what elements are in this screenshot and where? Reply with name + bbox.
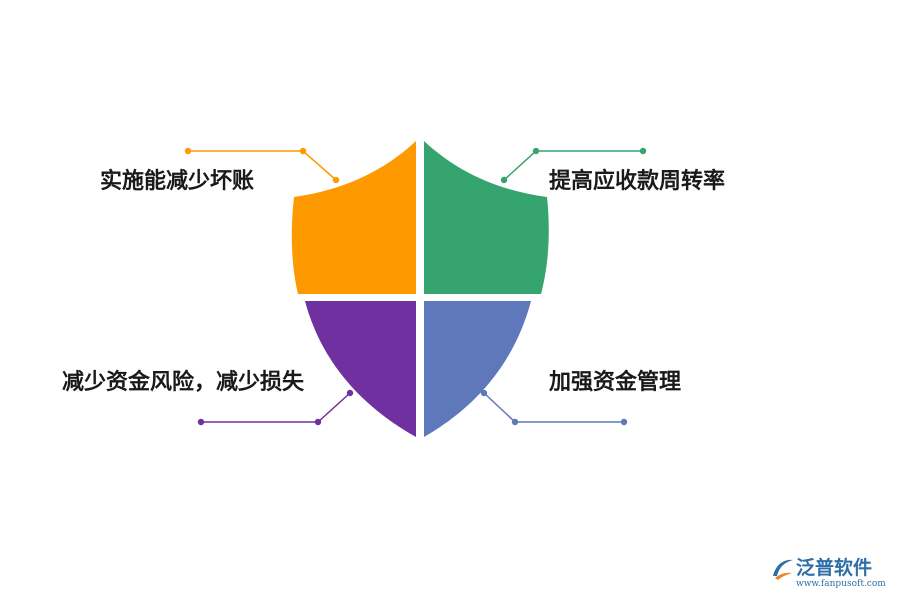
connector-top-left <box>184 147 340 184</box>
logo-url: www.fanpusoft.com <box>796 579 886 589</box>
quadrant-top-left <box>291 141 416 294</box>
label-bottom-right: 加强资金管理 <box>549 370 682 395</box>
quadrant-bottom-right <box>424 301 531 437</box>
label-top-left: 实施能减少坏账 <box>100 169 255 194</box>
connector-top-right <box>500 147 647 184</box>
connector-bottom-right <box>480 389 628 426</box>
label-top-right: 提高应收款周转率 <box>549 169 726 194</box>
quadrant-bottom-left <box>305 301 416 437</box>
label-bottom-left: 减少资金风险，减少损失 <box>62 370 305 395</box>
logo-swoosh-icon <box>773 559 793 580</box>
quadrant-top-right <box>424 141 549 294</box>
brand-logo: 泛普软件 www.fanpusoft.com <box>770 552 894 592</box>
logo-name: 泛普软件 <box>796 557 873 579</box>
connector-bottom-left <box>197 389 354 426</box>
